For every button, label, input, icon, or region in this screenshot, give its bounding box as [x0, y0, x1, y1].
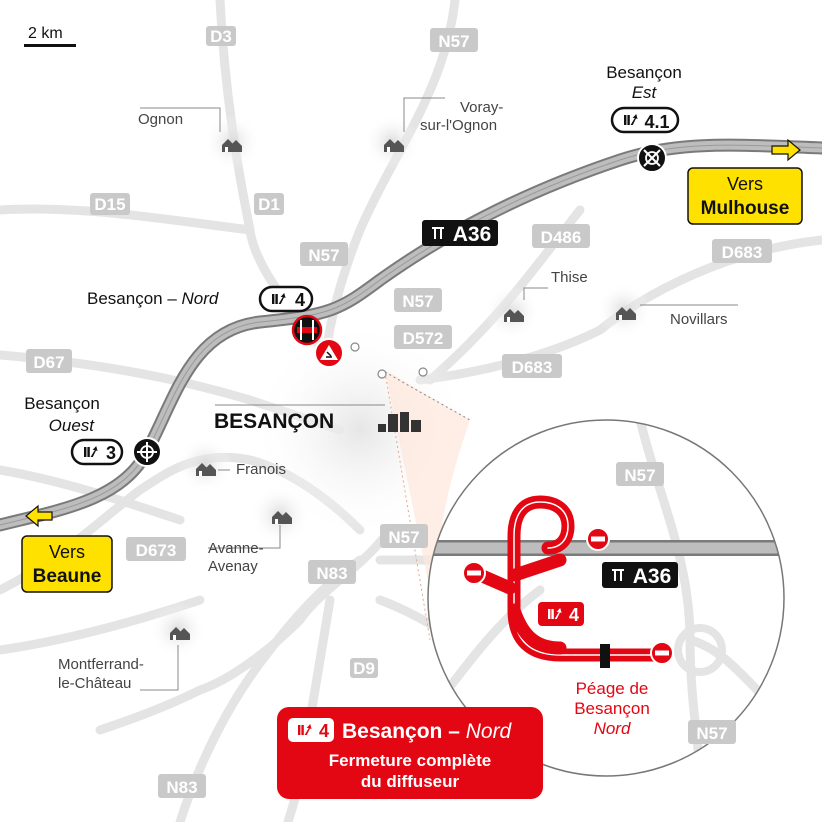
town-ognon: Ognon: [138, 111, 183, 128]
svg-text:D3: D3: [210, 27, 232, 46]
svg-text:N57: N57: [696, 724, 727, 743]
inset-exit-badge: 4: [538, 602, 584, 626]
svg-text:Est: Est: [632, 83, 658, 102]
svg-text:D572: D572: [403, 329, 444, 348]
svg-text:D9: D9: [353, 659, 375, 678]
roadworks-icon: [314, 338, 344, 368]
road-label-n83-bottom: N83: [158, 774, 206, 798]
svg-text:N57: N57: [308, 246, 339, 265]
direction-beaune: Vers Beaune: [21, 535, 113, 593]
svg-text:D15: D15: [94, 195, 125, 214]
svg-text:Besançon: Besançon: [24, 394, 100, 413]
closed-interchange-icon: [291, 314, 323, 346]
inset-road-label-n57-bottom: N57: [688, 720, 736, 744]
scale-bar: 2 km: [24, 25, 76, 47]
svg-text:N83: N83: [316, 564, 347, 583]
svg-text:Beaune: Beaune: [33, 566, 102, 587]
svg-text:4: 4: [569, 605, 579, 625]
road-label-n83-center: N83: [308, 560, 356, 584]
road-label-d683-center: D683: [502, 354, 562, 378]
city-besancon: BESANÇON: [214, 410, 334, 433]
closure-notice: 4 Besançon – Nord Fermeture complète du …: [277, 707, 543, 799]
svg-text:A36: A36: [633, 565, 672, 588]
direction-mulhouse: Vers Mulhouse: [687, 167, 803, 225]
town-montferrand-2: le-Château: [58, 675, 131, 692]
town-franois: Franois: [236, 461, 286, 478]
closed-ramps: [473, 495, 669, 662]
no-entry-icon: [462, 561, 486, 585]
svg-text:D1: D1: [258, 195, 280, 214]
exit-besancon-ouest: Besançon Ouest 3: [24, 394, 162, 467]
svg-text:4: 4: [295, 290, 305, 310]
svg-text:D683: D683: [722, 243, 763, 262]
svg-text:Ouest: Ouest: [49, 416, 96, 435]
svg-text:Péage de: Péage de: [576, 679, 649, 698]
svg-text:4: 4: [319, 721, 329, 741]
town-avanne-1: Avanne-: [208, 540, 264, 557]
exit-besancon-nord: Besançon – Nord 4: [87, 285, 344, 368]
svg-text:Vers: Vers: [49, 542, 85, 562]
interchange-icon: [637, 143, 667, 173]
a36-badge: A36: [422, 220, 498, 246]
town-thise: Thise: [551, 269, 588, 286]
svg-text:Nord: Nord: [594, 719, 631, 738]
town-voray-2: sur-l'Ognon: [420, 117, 497, 134]
svg-text:3: 3: [106, 443, 116, 463]
svg-text:N57: N57: [402, 292, 433, 311]
inset-a36-badge: A36: [602, 562, 678, 588]
svg-text:A36: A36: [453, 223, 492, 246]
town-avanne-2: Avenay: [208, 558, 258, 575]
road-label-n57-top: N57: [430, 28, 478, 52]
inset-zoom: N57 N57 A36 4 Péage de Besançon Nord: [427, 419, 785, 777]
road-label-d9: D9: [350, 658, 378, 678]
svg-text:D683: D683: [512, 358, 553, 377]
arrow-mulhouse-icon: [771, 138, 801, 162]
no-entry-icon: [586, 527, 610, 551]
road-label-d1: D1: [254, 193, 284, 215]
svg-text:N83: N83: [166, 778, 197, 797]
road-label-n57-center: N57: [394, 288, 442, 312]
svg-text:4.1: 4.1: [644, 112, 669, 132]
city-icon: [378, 412, 421, 432]
svg-text:Besançon: Besançon: [574, 699, 650, 718]
svg-text:du diffuseur: du diffuseur: [361, 772, 460, 791]
toll-icon: [600, 644, 610, 668]
arrow-beaune-icon: [25, 504, 53, 528]
svg-text:Fermeture complète: Fermeture complète: [329, 751, 492, 770]
road-label-d683-right: D683: [712, 239, 772, 263]
zoom-cone: [385, 370, 470, 640]
svg-text:Besançon – Nord: Besançon – Nord: [87, 289, 219, 308]
svg-text:N57: N57: [624, 466, 655, 485]
road-label-d572: D572: [394, 325, 452, 349]
svg-text:Besançon – Nord: Besançon – Nord: [342, 720, 513, 743]
road-label-d3: D3: [206, 26, 236, 46]
svg-text:D67: D67: [33, 353, 64, 372]
inset-road-label-n57-top: N57: [616, 462, 664, 486]
road-label-d15: D15: [90, 193, 130, 215]
svg-text:Vers: Vers: [727, 174, 763, 194]
svg-text:N57: N57: [438, 32, 469, 51]
svg-text:2 km: 2 km: [28, 25, 63, 42]
town-novillars: Novillars: [670, 311, 728, 328]
road-label-d486: D486: [532, 224, 590, 248]
road-label-n57-south: N57: [380, 524, 428, 548]
town-voray-1: Voray-: [460, 99, 503, 116]
exit-besancon-est: Besançon Est 4.1: [606, 63, 682, 173]
svg-text:Mulhouse: Mulhouse: [701, 198, 790, 219]
svg-text:N57: N57: [388, 528, 419, 547]
town-montferrand-1: Montferrand-: [58, 656, 144, 673]
svg-text:D673: D673: [136, 541, 177, 560]
road-label-n57-mid: N57: [300, 242, 348, 266]
road-label-d673: D673: [126, 537, 186, 561]
no-entry-icon: [650, 641, 674, 665]
road-label-d67: D67: [26, 349, 72, 373]
svg-text:D486: D486: [541, 228, 582, 247]
svg-text:Besançon: Besançon: [606, 63, 682, 82]
interchange-icon: [132, 437, 162, 467]
